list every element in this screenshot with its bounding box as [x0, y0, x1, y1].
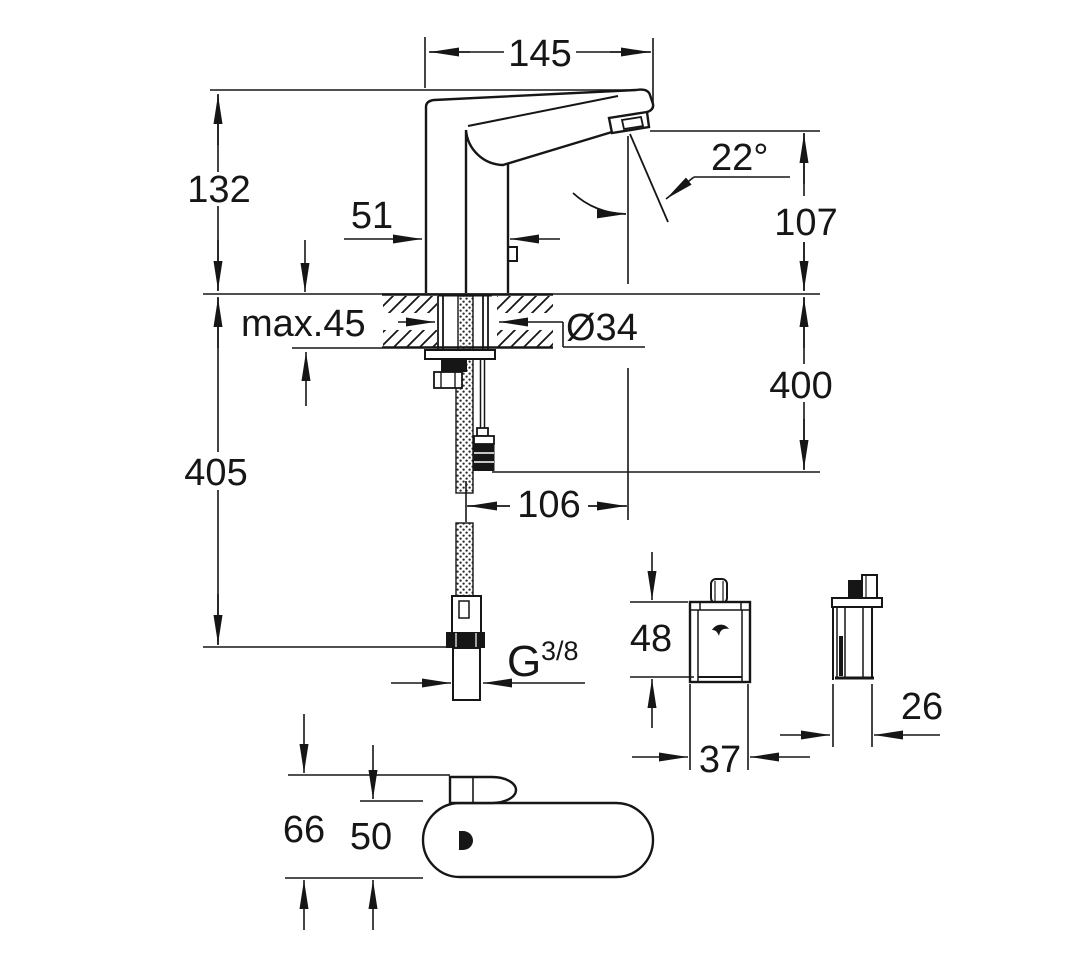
angle-arc-arrow	[572, 192, 627, 219]
dim-control-box-depth: 26	[901, 686, 943, 728]
dim-spout-reach: 145	[508, 33, 571, 75]
control-box-side-view	[831, 574, 883, 680]
faucet-shank	[437, 295, 489, 351]
dim-connection-length: 400	[769, 365, 832, 407]
spray-angle-line	[629, 133, 669, 223]
supply-hose-assembly	[424, 349, 496, 701]
spray-direction-lines	[572, 133, 669, 520]
cable-connector	[473, 427, 495, 471]
dim-thread-letter: G	[507, 637, 541, 686]
dim-hole-diameter: Ø34	[566, 307, 638, 349]
label-masks	[178, 37, 842, 856]
sensor-cable	[479, 360, 486, 428]
dim-thread-size: 3/8	[541, 636, 579, 666]
mounting-nut	[441, 359, 467, 372]
dim-height-above-deck: 132	[187, 169, 250, 211]
dimension-labels: 145 132 51 22° 107 max.45 Ø34 400 405 10…	[184, 33, 943, 858]
box-top-nub	[710, 578, 728, 604]
base-top-view	[421, 775, 655, 879]
control-box-front-view	[688, 578, 752, 684]
dim-base-view-length: 66	[283, 809, 325, 851]
dim-spray-angle: 22°	[711, 137, 768, 179]
dim-control-box-height: 48	[630, 618, 672, 660]
sensor-window	[459, 831, 473, 850]
dim-outlet-height: 107	[774, 202, 837, 244]
box-clip	[848, 580, 862, 598]
base-oval	[421, 801, 655, 879]
mounting-bracket	[424, 349, 496, 360]
dim-base-view-width: 50	[350, 816, 392, 858]
braided-hose-lower	[455, 522, 474, 601]
grohe-logo-mark	[712, 624, 729, 636]
spout-tip-top-view	[448, 775, 518, 805]
connection-pipe	[452, 647, 481, 701]
faucet-body-outline	[424, 88, 655, 297]
hose-end-fitting	[446, 595, 485, 701]
dim-body-width: 51	[351, 195, 393, 237]
dim-outlet-offset: 106	[517, 484, 580, 526]
dim-length-below-deck: 405	[184, 452, 247, 494]
dim-control-box-width: 37	[699, 739, 741, 781]
dim-max-deck-thickness: max.45	[241, 303, 366, 345]
reference-lines	[203, 37, 873, 879]
